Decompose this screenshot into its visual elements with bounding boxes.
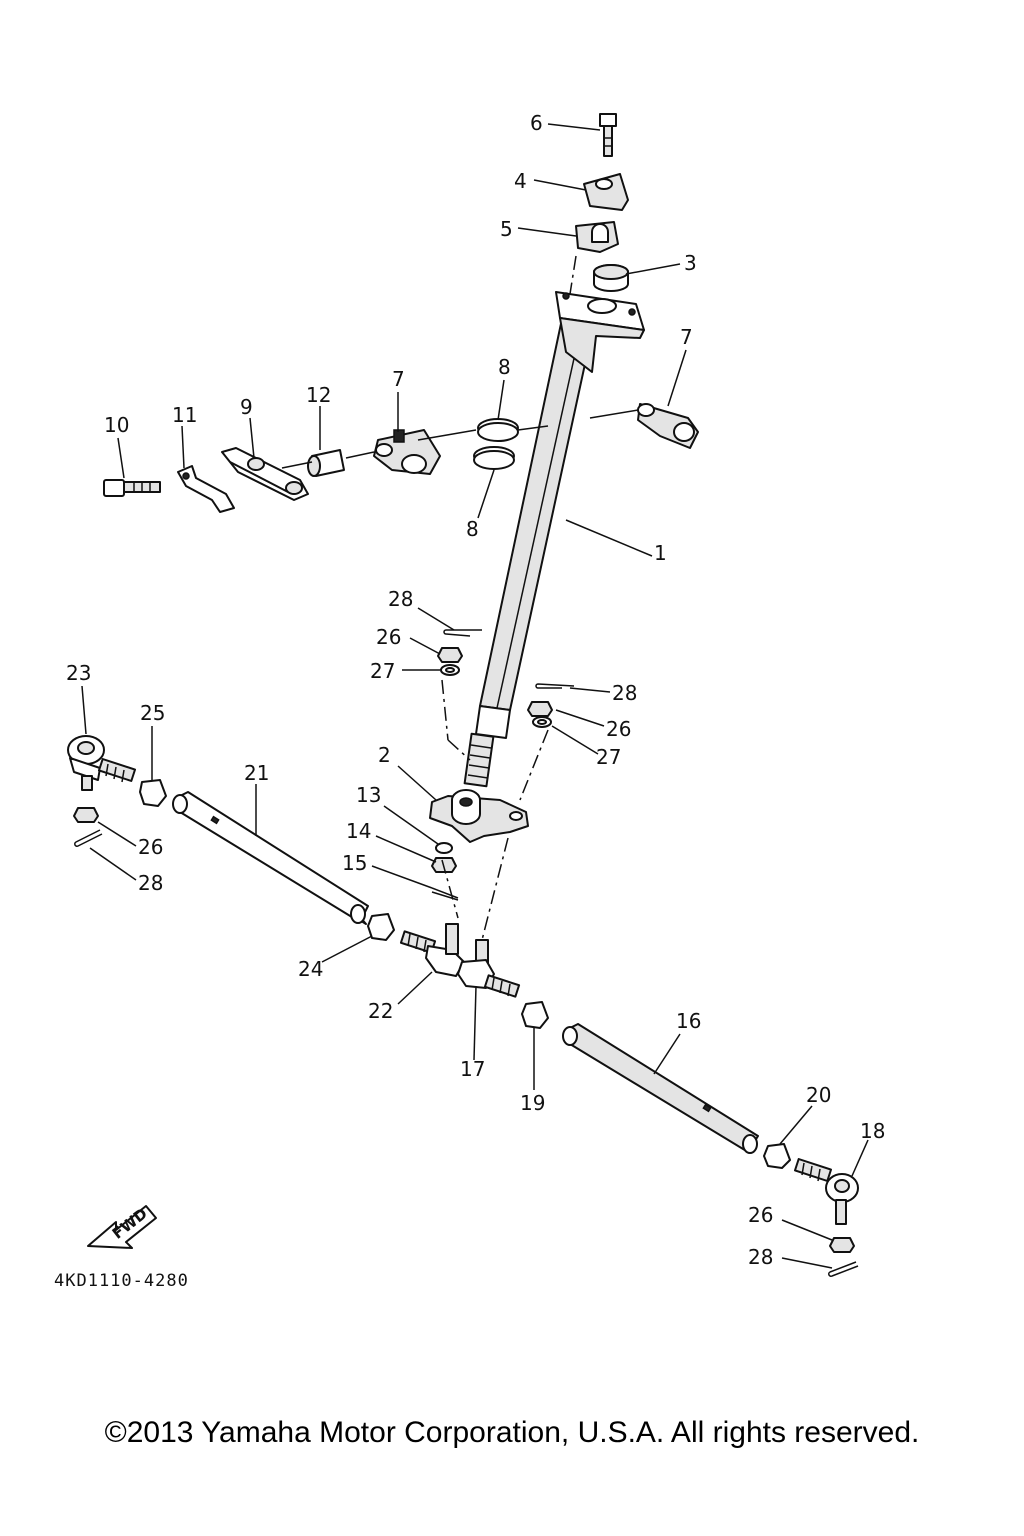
bolt-10-part: [103, 479, 161, 497]
part-label: 1: [654, 541, 667, 565]
assembly-axes: [281, 255, 639, 941]
washer-27-b-part: [532, 716, 552, 728]
part-label: 19: [520, 1091, 545, 1115]
part-label: 22: [368, 999, 393, 1023]
holder-lower-part: [575, 221, 619, 253]
part-label: 26: [748, 1203, 773, 1227]
nut-26-b-part: [527, 701, 553, 717]
forward-arrow-icon: FWD: [87, 1204, 157, 1249]
part-label: 21: [244, 761, 269, 785]
washer-27-a-part: [440, 664, 460, 676]
part-label: 3: [684, 251, 697, 275]
tie-rod-end-center-right-part: [457, 939, 521, 998]
cotter-pin-28-c-part: [74, 829, 103, 847]
part-label: 9: [240, 395, 253, 419]
cotter-pin-15-part: [431, 887, 459, 901]
part-label: 10: [104, 413, 129, 437]
leader-lines: [81, 123, 869, 1269]
part-label: 2: [378, 743, 391, 767]
collar-part: [307, 449, 345, 477]
part-label: 7: [680, 325, 693, 349]
circlip-lower-part: [473, 446, 515, 470]
part-label: 5: [500, 217, 513, 241]
part-label: 27: [596, 745, 621, 769]
bolt-6-part: [599, 113, 617, 157]
part-label: 8: [466, 517, 479, 541]
part-label: 6: [530, 111, 543, 135]
washer-14-part: [435, 842, 453, 854]
bush-right-part: [637, 403, 699, 449]
part-label: 7: [392, 367, 405, 391]
part-label: 28: [612, 681, 637, 705]
stay-part: [221, 447, 309, 501]
cotter-pin-28-b-part: [535, 683, 575, 689]
nut-25-part: [139, 779, 167, 807]
part-label: 8: [498, 355, 511, 379]
part-label: 11: [172, 403, 197, 427]
bush-left-part: [373, 429, 441, 475]
part-label: 28: [388, 587, 413, 611]
part-label: 26: [138, 835, 163, 859]
nut-26-d-part: [829, 1237, 855, 1253]
lock-washer-part: [177, 465, 235, 513]
steering-arm-part: [429, 789, 529, 843]
tie-rod-right-part: [562, 1023, 759, 1154]
part-label: 17: [460, 1057, 485, 1081]
part-label: 16: [676, 1009, 701, 1033]
holder-upper-part: [583, 173, 629, 211]
nut-20-part: [763, 1143, 791, 1169]
part-label: 15: [342, 851, 367, 875]
part-label: 14: [346, 819, 371, 843]
drawing-code: 4KD1110-4280: [54, 1271, 189, 1291]
part-label: 12: [306, 383, 331, 407]
part-labels: 1 2 3 4 5 6 7 7 8 8 9 10 11 12 13 14 15 …: [66, 111, 885, 1269]
nut-19-part: [521, 1001, 549, 1029]
part-label: 27: [370, 659, 395, 683]
tie-rod-end-left-part: [67, 735, 137, 791]
part-label: 26: [606, 717, 631, 741]
cap-part: [593, 264, 629, 292]
part-label: 24: [298, 957, 323, 981]
circlip-upper-part: [477, 418, 519, 442]
part-label: 28: [748, 1245, 773, 1269]
part-label: 25: [140, 701, 165, 725]
part-label: 4: [514, 169, 527, 193]
nut-24-part: [367, 913, 395, 941]
tie-rod-end-right-part: [793, 1158, 859, 1225]
nut-26-c-part: [73, 807, 99, 823]
part-label: 28: [138, 871, 163, 895]
steering-shaft-part: [463, 291, 645, 788]
copyright-notice: ©2013 Yamaha Motor Corporation, U.S.A. A…: [104, 1416, 920, 1449]
part-label: 18: [860, 1119, 885, 1143]
part-label: 13: [356, 783, 381, 807]
nut-26-a-part: [437, 647, 463, 663]
cotter-pin-28-d-part: [828, 1261, 859, 1277]
tie-rod-end-center-left-part: [399, 923, 465, 977]
part-label: 26: [376, 625, 401, 649]
cotter-pin-28-a-part: [443, 629, 482, 637]
tie-rod-left-part: [172, 791, 369, 925]
part-label: 20: [806, 1083, 831, 1107]
part-label: 23: [66, 661, 91, 685]
